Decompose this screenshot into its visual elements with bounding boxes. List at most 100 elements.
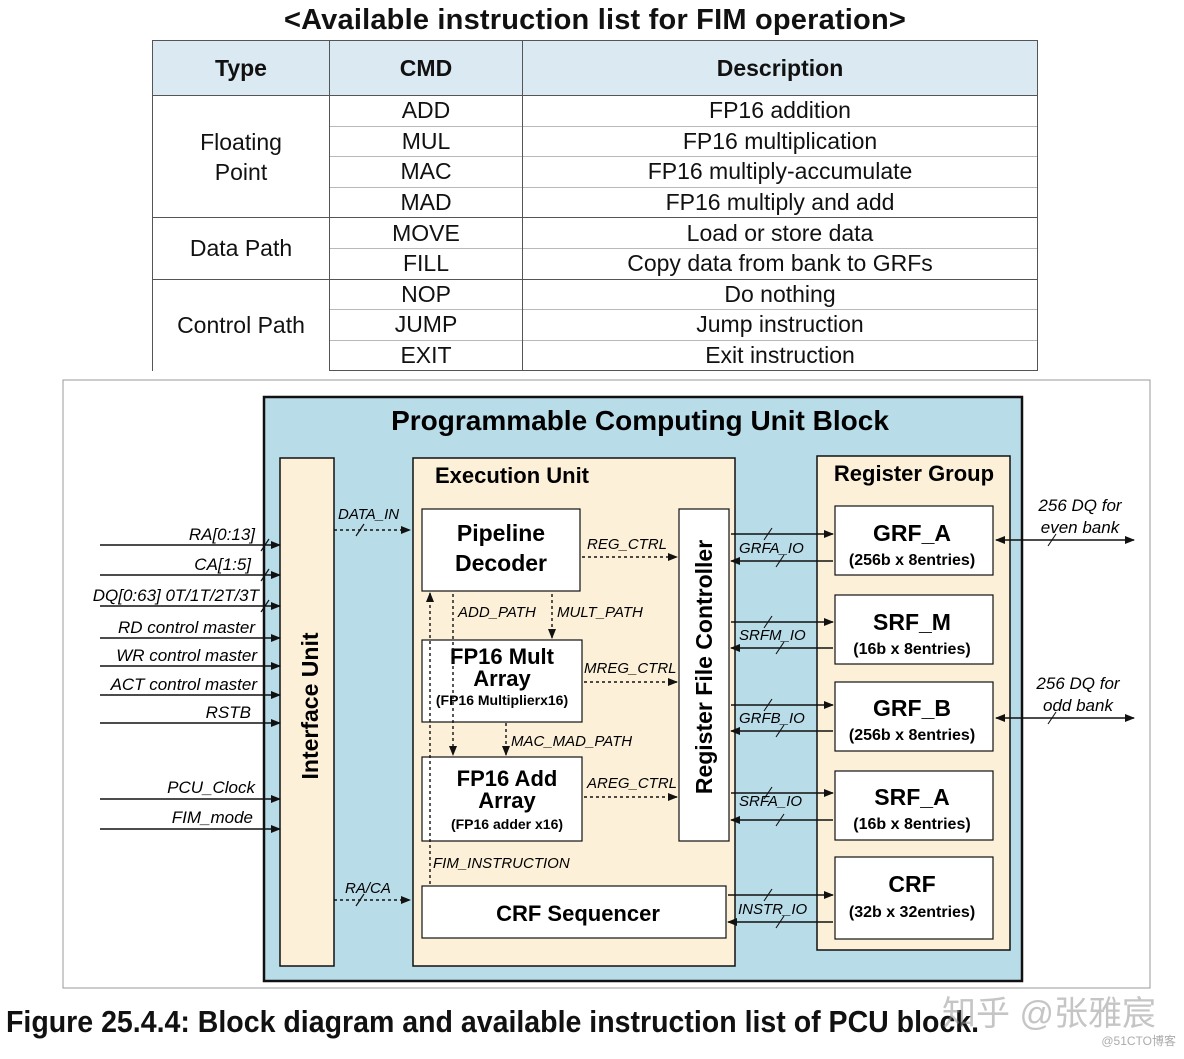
signal-label: REG_CTRL [587,536,667,553]
pipeline-decoder-label: Decoder [455,550,547,576]
pcu-title: Programmable Computing Unit Block [391,405,889,436]
register-size: (32b x 32entries) [849,904,975,921]
bus-slashes-2 [355,523,365,907]
signal-label: MULT_PATH [557,604,643,621]
input-label: CA[1:5] [194,555,252,574]
bus-slashes [260,538,270,613]
type-label: Data Path [189,235,293,262]
register-name: SRF_A [874,784,949,810]
signal-label: MAC_MAD_PATH [511,733,632,750]
input-label: WR control master [116,646,258,665]
header-cmd: CMD [329,40,523,96]
table-row: Floating Point ADD FP16 addition [152,94,1038,218]
cmd-cell: FILL [329,247,523,280]
register-size: (16b x 8entries) [853,816,970,833]
pipeline-decoder-label: Pipeline [457,520,545,546]
type-label: Point [214,158,268,185]
type-cell: Control Path [152,278,330,371]
type-cell: Floating Point [152,94,330,218]
execution-unit-label: Execution Unit [435,463,590,488]
pcu-block-diagram: Programmable Computing Unit Block Interf… [62,379,1151,989]
fp16-add-label: FP16 Add [457,766,558,791]
fp16-mult-label: FP16 Mult [450,644,555,669]
pipeline-decoder [421,508,581,592]
desc-cell: Copy data from bank to GRFs [522,247,1038,280]
fp16-mult-array [421,639,583,723]
table-row: MAC FP16 multiply-accumulate [153,156,1038,188]
register-size: (256b x 8entries) [849,727,975,744]
interface-unit-label: Interface Unit [297,632,323,779]
desc-cell: Jump instruction [522,309,1038,341]
register-crf: CRF (32b x 32entries) [834,856,994,940]
table-row: JUMP Jump instruction [153,309,1038,341]
table-header-row: Type CMD Description [152,40,1038,96]
cmd-cell: NOP [329,278,523,310]
register-grf-a: GRF_A (256b x 8entries) [834,505,994,576]
fp16-mult-label: Array [473,666,531,691]
interface-unit [279,457,335,967]
table-row: FILL Copy data from bank to GRFs [153,247,1038,280]
cmd-cell: MOVE [329,217,523,249]
signal-label: MREG_CTRL [584,660,677,677]
table-row: MAD FP16 multiply and add [153,186,1038,218]
register-name: GRF_B [873,695,951,721]
register-file-controller-label: Register File Controller [691,540,717,794]
fp16-add-sub: (FP16 adder x16) [451,816,563,832]
register-io-arrows [727,530,834,926]
register-name: CRF [888,871,935,897]
input-arrows [100,541,281,833]
fp16-add-array [421,756,583,842]
dq-label: odd bank [1043,696,1114,715]
table-row: MUL FP16 multiplication [153,125,1038,157]
register-name: GRF_A [873,520,951,546]
table-row: Control Path NOP Do nothing [152,278,1038,371]
cmd-cell: MAD [329,186,523,218]
dq-labels: 256 DQ for even bank 256 DQ for odd bank [1035,496,1122,715]
signal-label: GRFB_IO [739,710,805,727]
signal-label: ADD_PATH [457,604,536,621]
fp16-add-label: Array [478,788,536,813]
header-description: Description [522,40,1038,96]
desc-cell: Load or store data [522,217,1038,249]
input-label: RD control master [118,618,256,637]
type-label: Control Path [177,312,305,339]
watermark-small: @51CTO博客 [1101,1034,1176,1048]
type-cell: Data Path [152,217,330,280]
register-file-controller [678,508,730,842]
signal-label: FIM_INSTRUCTION [433,855,570,872]
register-size: (16b x 8entries) [853,641,970,658]
figure-caption: Figure 25.4.4: Block diagram and availab… [6,1004,980,1039]
desc-cell: FP16 multiply-accumulate [522,156,1038,188]
signal-label: GRFA_IO [739,540,804,557]
interface-signals: DATA_IN RA/CA [338,506,399,897]
fp16-mult-sub: (FP16 Multiplierx16) [436,692,568,708]
register-grf-b: GRF_B (256b x 8entries) [834,681,994,752]
io-slashes [763,527,785,929]
signal-label: INSTR_IO [738,901,808,918]
crf-sequencer-label: CRF Sequencer [496,901,660,926]
input-label: RSTB [206,703,251,722]
input-label: PCU_Clock [167,778,256,797]
register-io-labels: GRFA_IO SRFM_IO GRFB_IO SRFA_IO INSTR_IO [738,540,808,918]
crf-sequencer [421,885,727,939]
signal-label: DATA_IN [338,506,399,523]
type-label: Floating [200,128,282,155]
signal-label: SRFM_IO [739,627,806,644]
dq-label: 256 DQ for [1035,674,1120,693]
signal-label: RA/CA [345,880,391,897]
cmd-cell: EXIT [329,339,523,372]
header-type: Type [152,40,330,96]
table-row: EXIT Exit instruction [153,339,1038,372]
cmd-cell: JUMP [329,309,523,341]
dq-slashes [1047,533,1057,725]
register-size: (256b x 8entries) [849,552,975,569]
cmd-cell: ADD [329,95,523,127]
desc-cell: Do nothing [522,278,1038,310]
dq-arrows [995,536,1135,722]
register-srf-a: SRF_A (16b x 8entries) [834,770,994,841]
execution-signals: REG_CTRL MREG_CTRL AREG_CTRL ADD_PATH MU… [433,536,677,872]
dq-label: 256 DQ for [1037,496,1122,515]
desc-cell: FP16 multiply and add [522,186,1038,218]
desc-cell: FP16 addition [522,95,1038,127]
table-title: <Available instruction list for FIM oper… [283,4,907,36]
